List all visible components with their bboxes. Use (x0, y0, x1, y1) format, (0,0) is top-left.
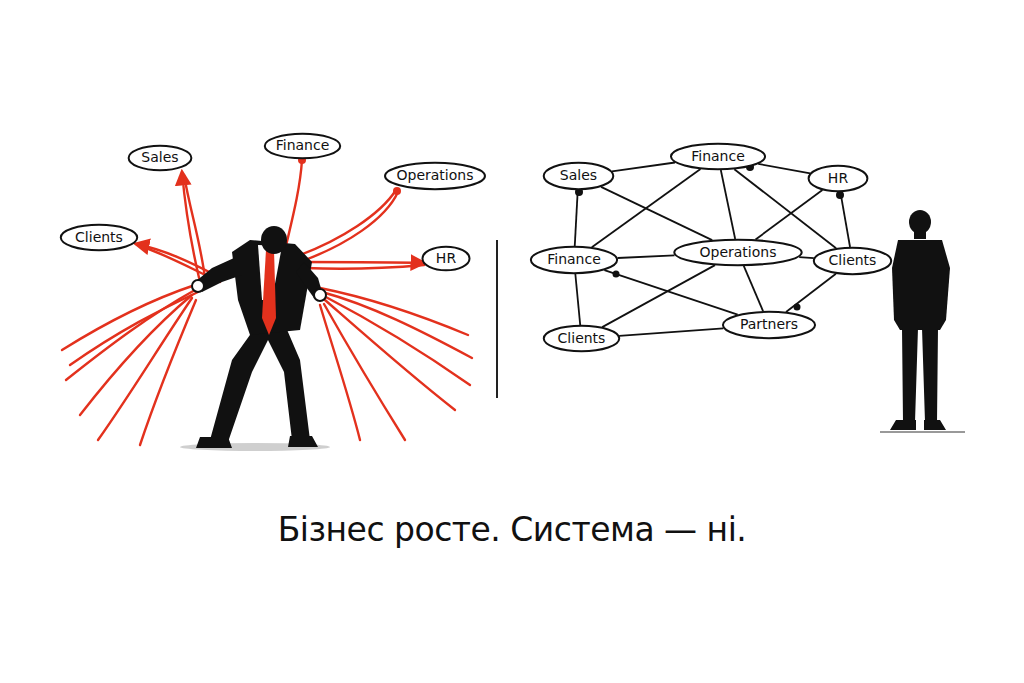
man-head (909, 210, 931, 234)
connector-line (575, 190, 578, 246)
connector-line (744, 266, 763, 311)
label-ellipse: Clients (60, 224, 138, 251)
connector-line (786, 274, 836, 312)
red-string (322, 292, 472, 358)
red-string (305, 192, 398, 260)
label-ellipse: Finance (530, 246, 618, 274)
red-strings (62, 160, 472, 445)
red-string (320, 305, 360, 440)
caption: Бізнес росте. Система — ні. (0, 510, 1024, 549)
connector-line (612, 163, 675, 172)
man-legs (210, 318, 310, 442)
node-label: Finance (272, 138, 334, 153)
label-ellipse: HR (808, 165, 868, 192)
connector-line (721, 170, 735, 239)
connector-line (602, 265, 715, 327)
red-string (70, 292, 198, 365)
label-ellipse: Partners (722, 311, 816, 339)
node-label: HR (824, 171, 852, 186)
node-label: Sales (137, 150, 182, 165)
node-label: Operations (393, 168, 478, 183)
red-string (300, 190, 396, 255)
man-hand (314, 289, 326, 301)
calm-man (880, 210, 965, 432)
red-string (140, 300, 196, 445)
label-ellipse: Clients (543, 325, 620, 352)
string-dot (393, 187, 401, 195)
node-label: Clients (71, 230, 127, 245)
man-tie (262, 250, 276, 335)
red-string (285, 160, 302, 250)
label-ellipse: Operations (384, 162, 486, 190)
label-ellipse: Operations (673, 239, 803, 266)
red-string (305, 265, 424, 269)
red-string (62, 285, 195, 350)
connector-line (756, 190, 823, 239)
connector-line (799, 257, 814, 258)
red-string (300, 262, 424, 263)
node-label: Partners (736, 317, 802, 332)
connector-line (758, 164, 810, 174)
node-label: Finance (687, 149, 749, 164)
shadow (880, 431, 965, 433)
man-legs (902, 328, 938, 422)
divider (496, 240, 498, 398)
label-ellipse: Clients (813, 247, 892, 275)
man-neck (914, 231, 926, 239)
junction-dots (575, 163, 844, 311)
node-label: Finance (543, 252, 605, 267)
node-label: Clients (554, 331, 610, 346)
node-label: HR (432, 251, 460, 266)
node-label: Sales (556, 168, 601, 183)
label-ellipse: Sales (128, 145, 192, 171)
connector-line (618, 255, 675, 258)
man-shoes (890, 420, 946, 430)
label-ellipse: HR (422, 246, 470, 271)
man-jacket (892, 240, 950, 330)
red-string (324, 304, 405, 440)
label-ellipse: Finance (670, 143, 766, 170)
label-ellipse: Finance (264, 133, 341, 159)
man-head (261, 226, 287, 254)
man-jacket (232, 240, 312, 335)
connector-line (575, 274, 580, 325)
stressed-man (180, 226, 330, 451)
red-string (80, 295, 192, 415)
connector-line (604, 270, 737, 314)
connector-line (601, 187, 712, 240)
connector-line (619, 328, 723, 335)
node-label: Clients (825, 253, 881, 268)
connector-line (840, 192, 850, 247)
label-ellipse: Sales (543, 162, 614, 190)
red-string (320, 288, 468, 335)
node-label: Operations (696, 245, 781, 260)
man-shoes (196, 436, 318, 448)
red-string (325, 300, 455, 410)
man-hand (192, 280, 204, 292)
